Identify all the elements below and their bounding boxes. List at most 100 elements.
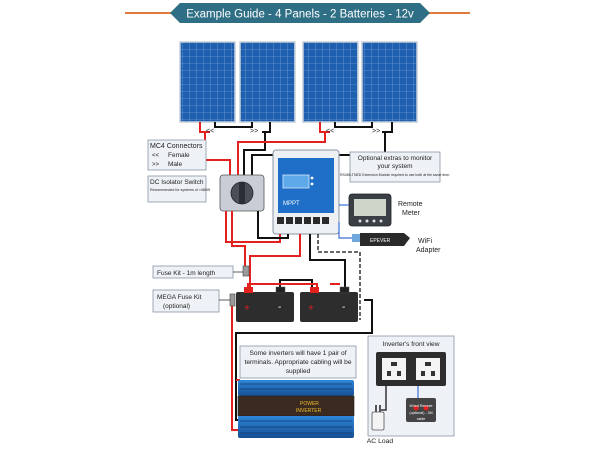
mppt-terminals xyxy=(277,217,329,224)
ac-load-label: AC Load xyxy=(367,438,394,445)
inverter-fin-lines xyxy=(240,383,352,434)
batteries: + - + - xyxy=(236,279,358,322)
mppt-led-1 xyxy=(310,176,314,180)
extras-title-line-1: Optional extras to monitor xyxy=(358,155,433,162)
panel-4-neg-lead xyxy=(382,122,393,133)
panel-1-pos-lead xyxy=(199,122,210,133)
page-title: Example Guide - 4 Panels - 2 Batteries -… xyxy=(186,9,414,21)
string-2-pos xyxy=(237,132,326,178)
extras-callout-box xyxy=(349,151,441,183)
inverter-brand-line-2: INVERTER xyxy=(296,408,322,414)
solar-panel-3 xyxy=(302,41,359,123)
wired-remote xyxy=(406,398,436,422)
wifi-connector xyxy=(352,234,360,242)
panel-3-pos-lead xyxy=(319,122,330,133)
isolator-handle xyxy=(239,182,245,204)
battery-2-case xyxy=(300,292,358,322)
inverter-note-line-1: Some inverters will have 1 pair of xyxy=(249,350,346,357)
battery-1-minus-sign: - xyxy=(278,302,281,313)
front-view-title: Inverter's front view xyxy=(383,341,440,348)
battery-to-inverter-pos xyxy=(231,306,240,431)
ac-plug xyxy=(371,411,385,431)
battery-2-plus-sign: + xyxy=(308,303,314,314)
mc4-title: MC4 Connectors xyxy=(150,143,203,150)
mc4-symbol-2: >> xyxy=(250,128,258,135)
mppt-battery-neg xyxy=(309,234,346,290)
solar-panels xyxy=(179,41,418,123)
mega-fuse xyxy=(229,293,236,307)
mc4-callout-box xyxy=(147,139,207,171)
mc4-symbol-4: >> xyxy=(372,128,380,135)
mppt-controller: MPPT xyxy=(272,149,340,235)
battery-1-plus-sign: + xyxy=(244,303,250,314)
mega-fuse-callout: MEGA Fuse Kit (optional) xyxy=(152,289,236,313)
battery-1-positive-terminal xyxy=(244,287,253,293)
wired-remote-label-2: (optional) - 3M xyxy=(409,411,432,415)
battery-to-inverter-neg xyxy=(235,299,373,421)
mc4-female-symbol: << xyxy=(152,153,160,159)
inverter-note-callout: Some inverters will have 1 pair of termi… xyxy=(239,345,357,379)
title-banner: Example Guide - 4 Panels - 2 Batteries -… xyxy=(125,3,470,23)
panel-wiring: << >> << >> xyxy=(199,122,393,178)
panel-2-neg-lead xyxy=(262,122,271,133)
panel-3-4-link xyxy=(334,122,373,128)
isolator-title: DC Isolator Switch xyxy=(150,179,204,186)
extras-title-line-2: your system xyxy=(377,163,412,170)
inverter-brand-line-1: POWER xyxy=(300,401,319,407)
remote-meter: Remote Meter xyxy=(339,193,423,227)
ac-load-lead xyxy=(380,400,387,411)
inverter-wiring xyxy=(231,299,373,431)
mc4-male-symbol: >> xyxy=(152,162,160,168)
battery-1: + - xyxy=(236,286,294,322)
wifi-cable xyxy=(338,222,358,239)
isolator-note: Recommended for systems of >480W xyxy=(150,188,211,192)
inverter-note-line-3: supplied xyxy=(286,368,311,375)
battery-link-neg xyxy=(279,279,313,292)
socket-2 xyxy=(416,358,440,380)
mc4-symbol-1: << xyxy=(206,128,214,135)
mppt-led-2 xyxy=(310,182,314,186)
power-inverter: POWER INVERTER xyxy=(237,380,355,438)
wifi-label-2: Adapter xyxy=(416,247,441,254)
solar-panel-2 xyxy=(239,41,296,123)
dc-isolator-switch: DC Isolator Switch Recommended for syste… xyxy=(147,174,265,212)
mega-fuse-label-1: MEGA Fuse Kit xyxy=(157,294,202,301)
isolator-callout-box xyxy=(147,175,207,203)
solar-panel-4 xyxy=(361,41,418,123)
mppt-display xyxy=(282,174,310,189)
wifi-label-1: WiFi xyxy=(418,238,432,245)
extras-note: RS485-TNED Extension Module required to … xyxy=(340,173,450,177)
inverter-top-fins xyxy=(238,380,354,396)
solar-panel-1 xyxy=(179,41,236,123)
inline-fuse xyxy=(242,265,250,277)
battery-1-case xyxy=(236,292,294,322)
optional-extras-callout: Optional extras to monitor your system R… xyxy=(340,151,450,183)
mppt-battery-pos xyxy=(249,234,301,290)
wired-remote-label-3: cable xyxy=(417,417,426,421)
wifi-adapter-body xyxy=(360,233,410,246)
mc4-female-label: Female xyxy=(168,152,190,159)
battery-2: + - xyxy=(300,286,358,322)
string-1-pos xyxy=(204,132,231,178)
mc4-symbol-3: << xyxy=(326,128,334,135)
mc4-male-label: Male xyxy=(168,161,182,168)
remote-meter-screen xyxy=(354,199,386,216)
wifi-brand: EPEVER xyxy=(370,238,391,244)
wired-remote-label-1: Wired Remote xyxy=(410,404,433,408)
title-background xyxy=(170,3,430,23)
battery-2-minus-sign: - xyxy=(342,302,345,313)
wifi-adapter: EPEVER WiFi Adapter xyxy=(338,222,441,254)
socket-1 xyxy=(382,358,406,380)
controller-wiring xyxy=(225,211,361,320)
fuse-kit-label: Fuse Kit - 1m length xyxy=(157,270,216,277)
mega-fuse-box xyxy=(152,289,220,313)
mppt-load-neg xyxy=(317,234,361,320)
mega-fuse-label-2: (optional) xyxy=(163,303,190,310)
inverter-note-box xyxy=(239,345,357,379)
fuse-kit-callout: Fuse Kit - 1m length xyxy=(152,265,250,279)
ac-load: AC Load xyxy=(367,400,394,445)
remote-meter-label-1: Remote xyxy=(398,201,423,208)
remote-meter-label-2: Meter xyxy=(402,210,421,217)
battery-1-negative-terminal xyxy=(275,286,286,294)
